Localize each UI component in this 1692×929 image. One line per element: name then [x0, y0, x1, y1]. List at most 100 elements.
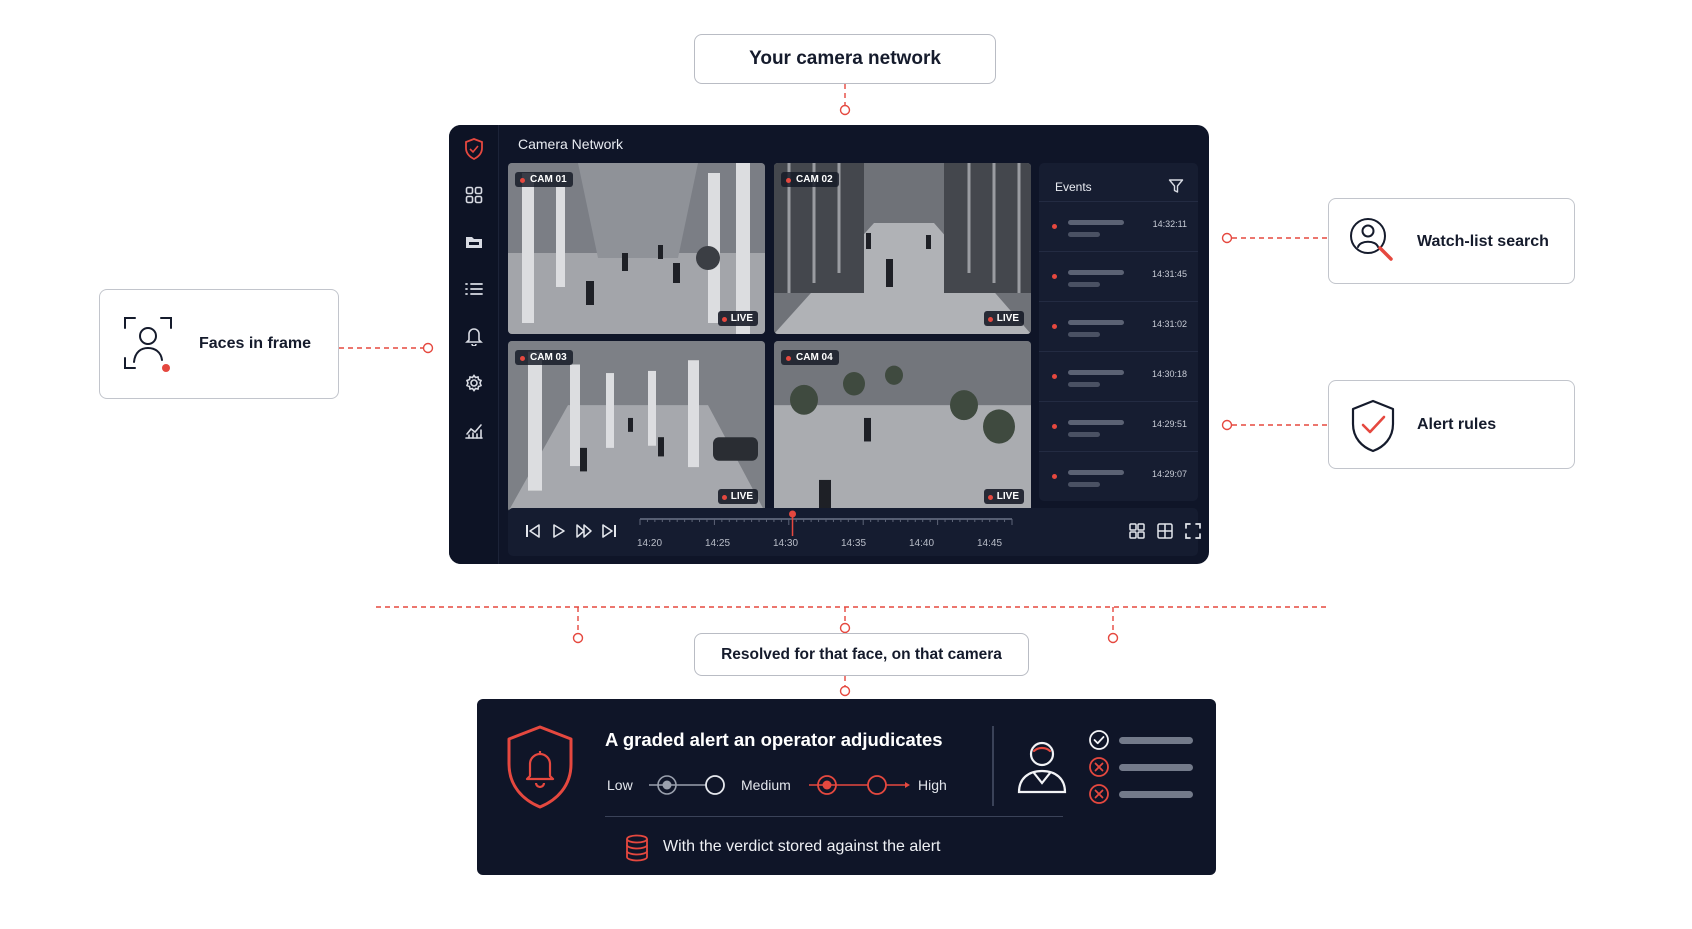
resolved-label: Resolved for that face, on that camera — [721, 645, 1002, 663]
events-title: Events — [1055, 180, 1092, 194]
camera-name-tag: CAM 04 — [781, 350, 839, 365]
playhead-knob[interactable] — [789, 510, 797, 518]
event-placeholder-bar — [1068, 332, 1100, 337]
gear-icon[interactable] — [462, 371, 486, 395]
event-placeholder-bar — [1068, 220, 1124, 225]
camera-feed-image — [774, 163, 1031, 334]
grade-high-label: High — [918, 777, 947, 793]
face-scan-icon — [124, 317, 172, 372]
camera-feed-image — [508, 341, 765, 512]
camera-name-tag: CAM 02 — [781, 172, 839, 187]
event-row[interactable]: 14:31:02 — [1039, 301, 1198, 351]
alert-rules-label: Alert rules — [1417, 416, 1497, 433]
operator-icon — [1017, 741, 1067, 794]
timeline-tick-label: 14:25 — [705, 538, 731, 549]
x-circle-icon — [1089, 784, 1109, 804]
step-forward-icon[interactable] — [574, 521, 594, 541]
camera-feed-image — [774, 341, 1031, 512]
camera-name-tag: CAM 01 — [515, 172, 573, 187]
event-dot — [1052, 274, 1057, 279]
split-layout-icon[interactable] — [1155, 521, 1175, 541]
event-placeholder-bar — [1068, 420, 1124, 425]
event-time: 14:29:07 — [1151, 469, 1187, 479]
timeline-tick-label: 14:20 — [637, 538, 663, 549]
database-icon — [626, 834, 648, 862]
play-icon[interactable] — [548, 521, 568, 541]
fullscreen-icon[interactable] — [1183, 521, 1203, 541]
checklist-placeholder-bar — [1119, 737, 1193, 744]
camera-tile[interactable]: CAM 03 LIVE — [508, 341, 765, 512]
divider-vertical — [992, 726, 994, 806]
grid-layout-icon[interactable] — [1127, 521, 1147, 541]
event-row[interactable]: 14:29:51 — [1039, 401, 1198, 451]
event-placeholder-bar — [1068, 432, 1100, 437]
grade-scale-medium-high — [809, 775, 910, 795]
camera-feed-image — [508, 163, 765, 334]
event-time: 14:31:45 — [1151, 269, 1187, 279]
skip-forward-icon[interactable] — [599, 521, 619, 541]
verdict-text: With the verdict stored against the aler… — [663, 838, 941, 855]
event-row[interactable]: 14:32:11 — [1039, 201, 1198, 251]
chart-icon[interactable] — [462, 418, 486, 442]
watch-list-search-box: Watch-list search — [1328, 198, 1575, 284]
live-badge: LIVE — [717, 311, 758, 326]
event-placeholder-bar — [1068, 320, 1124, 325]
event-time: 14:30:18 — [1151, 369, 1187, 379]
event-row[interactable]: 14:31:45 — [1039, 251, 1198, 301]
event-placeholder-bar — [1068, 270, 1124, 275]
top-label: Your camera network — [749, 48, 941, 69]
event-placeholder-bar — [1068, 470, 1124, 475]
skip-back-icon[interactable] — [523, 521, 543, 541]
filter-icon[interactable] — [1168, 178, 1184, 194]
timeline-tick-label: 14:45 — [977, 538, 1003, 549]
checklist-placeholder-bar — [1119, 764, 1193, 771]
camera-name-tag: CAM 03 — [515, 350, 573, 365]
top-label-box: Your camera network — [694, 34, 996, 84]
camera-dashboard: Camera Network CAM 01 LIVE CAM 02 LIVE — [449, 125, 1209, 564]
grid-icon[interactable] — [462, 183, 486, 207]
event-dot — [1052, 374, 1057, 379]
timeline-tick-label: 14:30 — [773, 538, 799, 549]
camera-tile[interactable]: CAM 02 LIVE — [774, 163, 1031, 334]
event-dot — [1052, 424, 1057, 429]
person-search-icon — [1350, 218, 1393, 261]
shield-logo-icon — [462, 137, 486, 161]
event-row[interactable]: 14:29:07 — [1039, 451, 1198, 501]
camera-tile[interactable]: CAM 04 LIVE — [774, 341, 1031, 512]
dashboard-title: Camera Network — [518, 136, 624, 152]
checklist-placeholder-bar — [1119, 791, 1193, 798]
live-badge: LIVE — [717, 489, 758, 504]
grade-low-label: Low — [607, 777, 633, 793]
watch-list-search-label: Watch-list search — [1417, 233, 1549, 250]
event-time: 14:32:11 — [1152, 219, 1187, 229]
shield-bell-icon — [507, 725, 573, 809]
shield-check-icon — [1351, 399, 1395, 453]
timeline-tick-label: 14:40 — [909, 538, 935, 549]
event-placeholder-bar — [1068, 370, 1124, 375]
check-circle-icon — [1089, 730, 1109, 750]
playback-bar: 14:20 14:25 14:30 14:35 14:40 14:45 — [508, 508, 1201, 556]
camera-tile[interactable]: CAM 01 LIVE — [508, 163, 765, 334]
event-time: 14:29:51 — [1151, 419, 1187, 429]
resolved-label-box: Resolved for that face, on that camera — [694, 633, 1029, 676]
event-row[interactable]: 14:30:18 — [1039, 351, 1198, 401]
timeline-tick-label: 14:35 — [841, 538, 867, 549]
alert-rules-box: Alert rules — [1328, 380, 1575, 469]
faces-in-frame-box: Faces in frame — [99, 289, 339, 399]
folder-icon[interactable] — [462, 230, 486, 254]
event-placeholder-bar — [1068, 282, 1100, 287]
event-dot — [1052, 224, 1057, 229]
grade-scale-low-medium — [649, 775, 725, 795]
event-placeholder-bar — [1068, 232, 1100, 237]
list-icon[interactable] — [462, 277, 486, 301]
grade-medium-label: Medium — [741, 777, 791, 793]
alert-title: A graded alert an operator adjudicates — [605, 729, 943, 750]
faces-in-frame-label: Faces in frame — [199, 335, 312, 352]
timeline[interactable] — [636, 508, 1016, 538]
bell-icon[interactable] — [462, 324, 486, 348]
sidebar — [449, 125, 499, 564]
event-placeholder-bar — [1068, 382, 1100, 387]
events-panel: Events 14:32:11 14:31:45 14:31:02 14:30:18 1… — [1039, 163, 1198, 501]
event-dot — [1052, 474, 1057, 479]
live-badge: LIVE — [983, 489, 1024, 504]
